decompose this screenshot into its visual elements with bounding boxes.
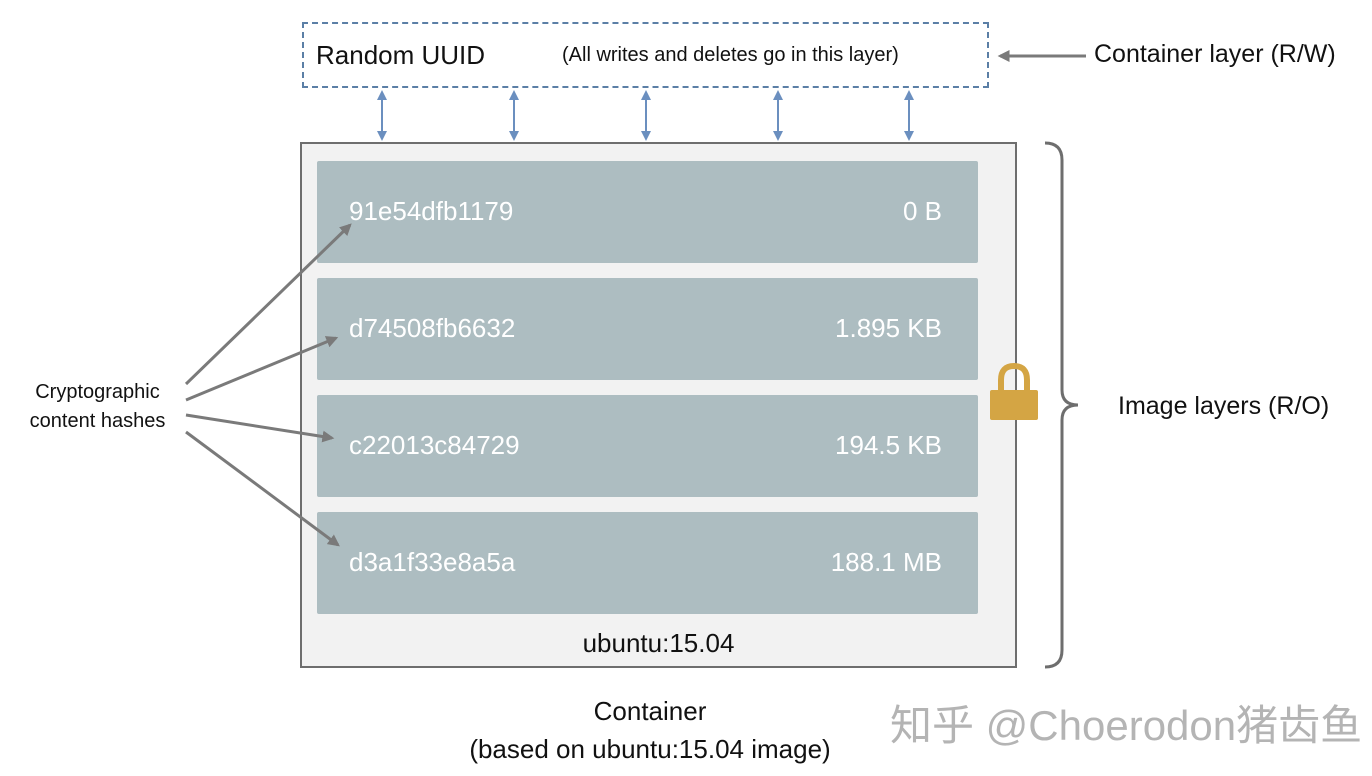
layer-hash: d74508fb6632 xyxy=(349,313,516,343)
caption-subtitle: (based on ubuntu:15.04 image) xyxy=(469,734,831,764)
hashes-label: Cryptographic content hashes xyxy=(10,378,185,436)
caption-title: Container xyxy=(593,696,707,726)
layer-hash: 91e54dfb1179 xyxy=(349,196,514,226)
hash-pointer-arrow xyxy=(185,413,335,443)
padlock-icon xyxy=(990,362,1038,420)
hash-pointer-arrow xyxy=(184,223,352,386)
container-layer-box xyxy=(302,22,989,88)
hash-pointer-arrow xyxy=(185,430,340,547)
image-name-label: ubuntu:15.04 xyxy=(582,628,735,658)
layer-hash: d3a1f33e8a5a xyxy=(349,547,516,577)
image-layer: d3a1f33e8a5a 188.1 MB xyxy=(317,512,978,614)
image-layers-side-label: Image layers (R/O) xyxy=(1118,392,1330,420)
layer-size: 0 B xyxy=(902,196,942,226)
image-layer: 91e54dfb1179 0 B xyxy=(317,161,978,263)
watermark: 知乎 @Choerodon猪齿鱼 xyxy=(890,702,1363,749)
container-writes-note: (All writes and deletes go in this layer… xyxy=(562,44,899,66)
layer-size: 1.895 KB xyxy=(835,313,942,343)
hash-pointer-arrow xyxy=(185,336,339,402)
image-layers-brace xyxy=(1044,141,1079,669)
image-layer: d74508fb6632 1.895 KB xyxy=(317,278,978,380)
layer-size: 194.5 KB xyxy=(835,430,942,460)
hashes-label-line2: content hashes xyxy=(29,410,166,432)
hashes-label-line1: Cryptographic xyxy=(35,381,160,403)
container-layer-side-label: Container layer (R/W) xyxy=(1094,40,1336,68)
container-uuid-label: Random UUID xyxy=(316,40,486,70)
layer-size: 188.1 MB xyxy=(830,547,942,577)
image-layer: c22013c84729 194.5 KB xyxy=(317,395,978,497)
layer-hash: c22013c84729 xyxy=(349,430,520,460)
